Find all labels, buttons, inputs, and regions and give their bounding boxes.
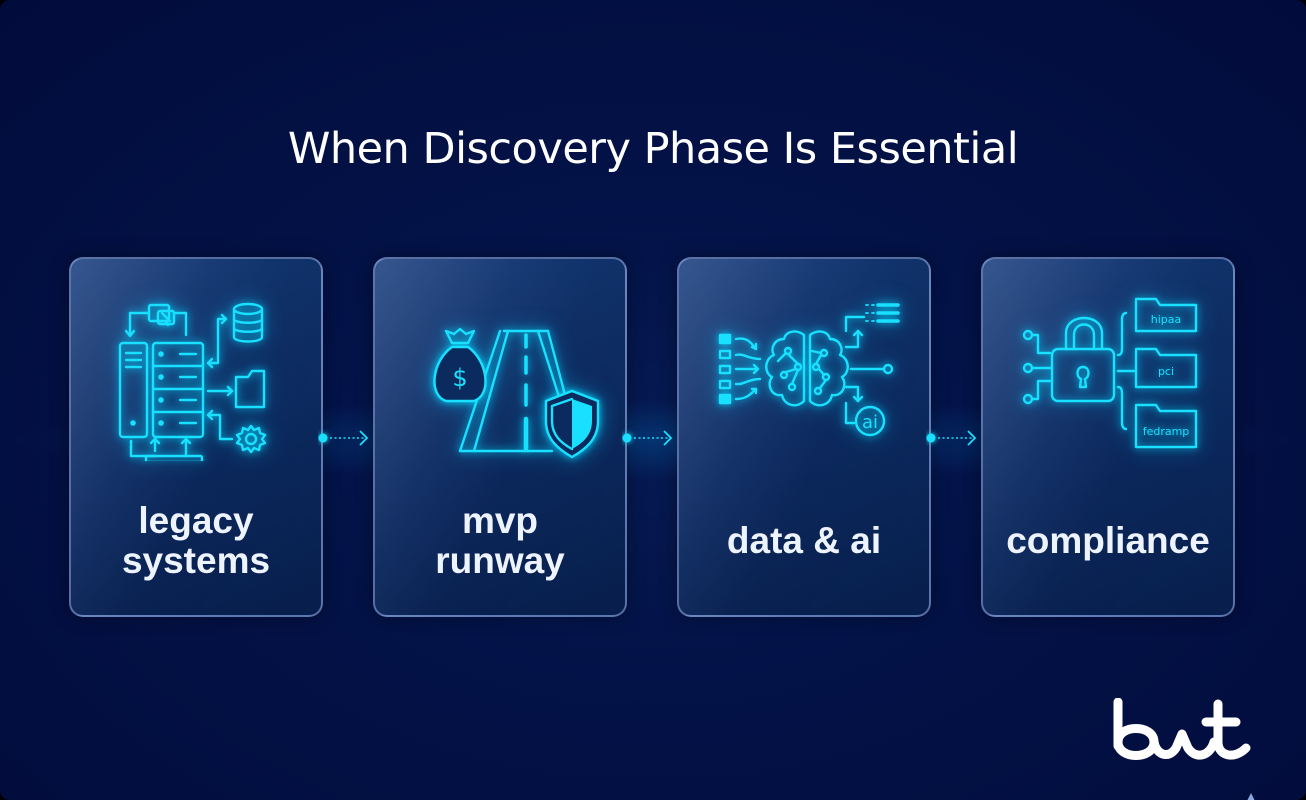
svg-text:$: $ xyxy=(452,364,467,392)
card-label-line: data & ai xyxy=(726,520,882,561)
card-legacy-systems: legacy systems xyxy=(69,257,323,617)
corner-marker xyxy=(1247,793,1255,800)
bwt-logo xyxy=(1113,698,1251,760)
page-title: When Discovery Phase Is Essential xyxy=(287,124,1019,174)
card-label: compliance xyxy=(983,521,1233,561)
svg-text:ai: ai xyxy=(862,412,878,433)
mvp-runway-icon: $ xyxy=(433,327,600,459)
card-label: data & ai xyxy=(679,521,929,561)
card-label-line: compliance xyxy=(1006,520,1210,561)
card-label: legacy systems xyxy=(71,501,321,581)
svg-text:hipaa: hipaa xyxy=(1151,313,1182,326)
arrow-connector-3 xyxy=(926,430,977,446)
compliance-icon: hipaa pci fedramp xyxy=(1022,297,1198,449)
card-mvp-runway: $ mvp runway xyxy=(373,257,627,617)
card-label-line: systems xyxy=(121,540,271,581)
svg-text:pci: pci xyxy=(1158,365,1174,378)
card-label-line: legacy xyxy=(138,500,254,541)
card-label-line: mvp xyxy=(461,500,539,541)
card-compliance: hipaa pci fedramp compliance xyxy=(981,257,1235,617)
card-label: mvp runway xyxy=(375,501,625,581)
arrow-connector-2 xyxy=(622,430,673,446)
card-label-line: runway xyxy=(435,540,565,581)
arrow-connector-1 xyxy=(318,430,369,446)
svg-text:fedramp: fedramp xyxy=(1143,425,1190,438)
data-ai-icon: ai xyxy=(718,303,900,437)
card-data-ai: ai data & ai xyxy=(677,257,931,617)
legacy-systems-icon xyxy=(118,302,267,461)
